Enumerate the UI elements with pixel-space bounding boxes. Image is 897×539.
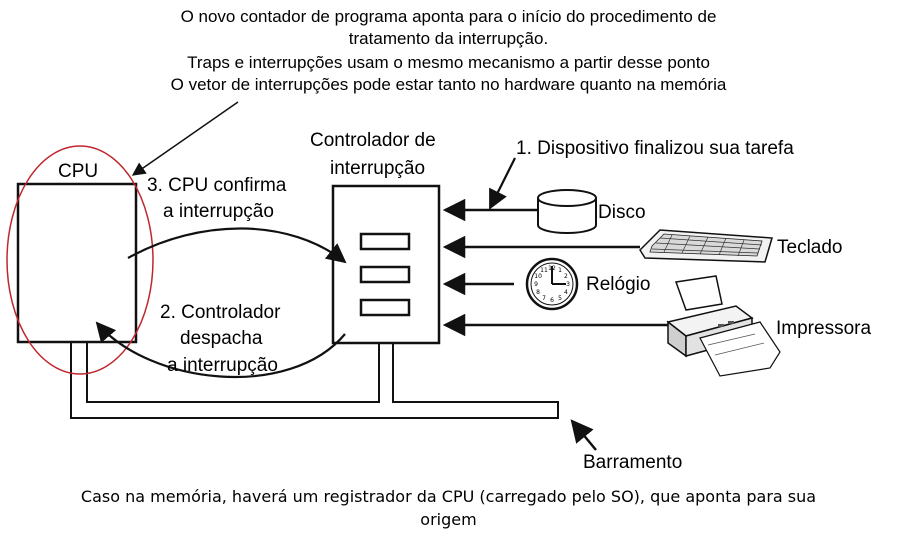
controller-slot-2 — [359, 265, 411, 284]
clock-numeral: 11 — [540, 267, 548, 274]
dispatch-arrow — [95, 321, 346, 379]
clock-numeral: 3 — [566, 281, 570, 288]
disk-label: Disco — [598, 202, 646, 223]
cpu-highlight-ellipse — [6, 145, 154, 375]
clock-numeral: 4 — [564, 289, 568, 296]
note-line-3: Traps e interrupções usam o mesmo mecani… — [187, 53, 710, 72]
printer-icon — [666, 275, 781, 377]
cpu-box — [16, 182, 138, 344]
bus-label: Barramento — [583, 452, 683, 473]
clock-numeral: 6 — [550, 297, 554, 304]
ack-arrow — [127, 227, 347, 264]
note-line-4: O vetor de interrupções pode estar tanto… — [170, 75, 727, 94]
caption: Caso na memória, haverá um registrador d… — [0, 485, 897, 531]
bus-pointer-arrow — [570, 419, 597, 451]
clock-label: Relógio — [586, 274, 651, 295]
step1-label: 1. Dispositivo finalizou sua tarefa — [516, 138, 794, 159]
bus — [70, 341, 559, 419]
interrupt-controller-box — [331, 184, 441, 345]
note-line-1: O novo contador de programa aponta para … — [180, 7, 717, 26]
clock-numeral: 9 — [534, 281, 538, 288]
clock-numeral: 5 — [558, 295, 562, 302]
clock-numeral: 10 — [534, 273, 542, 280]
clock-numeral: 12 — [548, 265, 556, 272]
printer-label: Impressora — [776, 318, 872, 339]
controller-label-line2: interrupção — [330, 158, 426, 179]
keyboard-icon — [639, 229, 773, 263]
step3-label-line2: a interrupção — [163, 201, 274, 222]
caption-line-2: origem — [420, 510, 477, 529]
device-finished-arrow — [489, 157, 516, 210]
step2-label-line1: 2. Controlador — [160, 302, 281, 323]
step2-label-line2: despacha — [180, 328, 263, 349]
controller-label-line1: Controlador de — [310, 130, 436, 151]
step3-label-line1: 3. CPU confirma — [147, 175, 287, 196]
keyboard-label: Teclado — [777, 237, 843, 258]
disk-icon — [537, 189, 597, 234]
note-line-2: tratamento da interrupção. — [348, 29, 549, 48]
clock-numeral: 2 — [564, 273, 568, 280]
clock-numeral: 8 — [536, 289, 540, 296]
cpu-label: CPU — [58, 161, 99, 182]
note-pointer-arrow — [131, 101, 239, 176]
controller-slot-3 — [359, 298, 411, 317]
step2-label-line3: a interrupção — [167, 355, 278, 376]
controller-slot-1 — [359, 232, 411, 251]
clock-numeral: 7 — [542, 295, 546, 302]
clock-numeral: 1 — [558, 267, 562, 274]
caption-line-1: Caso na memória, haverá um registrador d… — [80, 487, 817, 506]
